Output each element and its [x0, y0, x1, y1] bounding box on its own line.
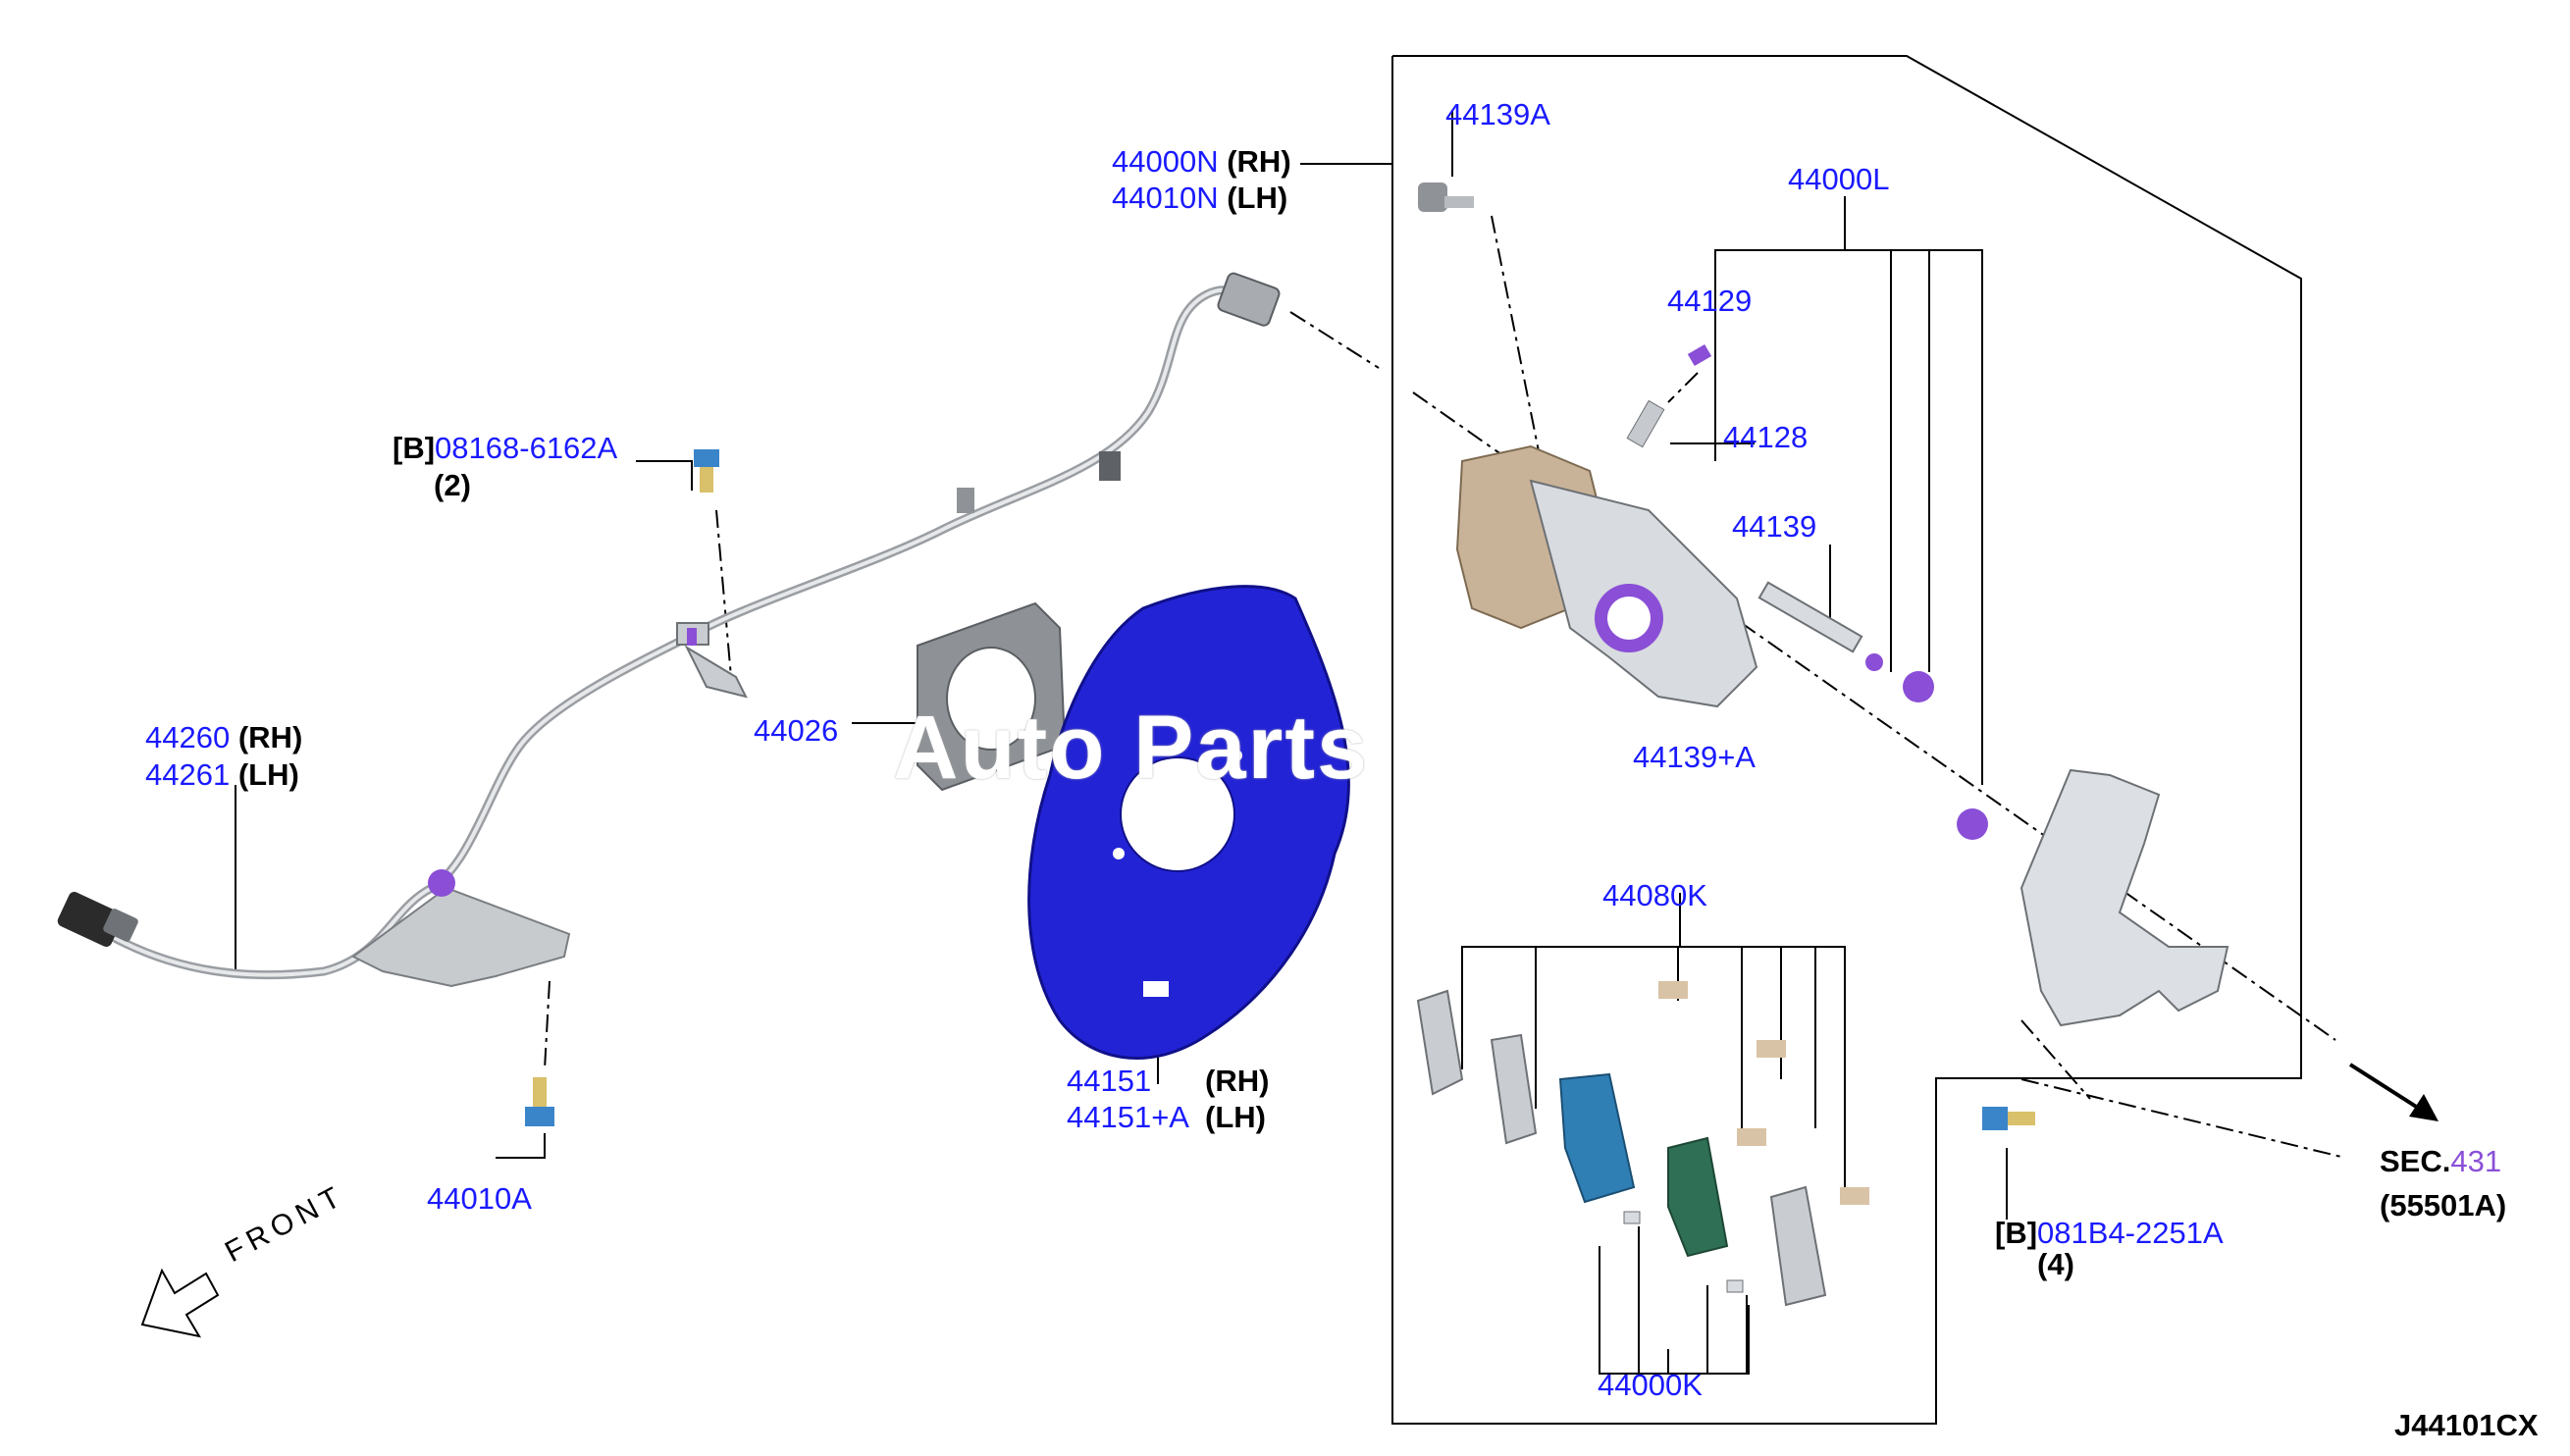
label-sec-sub: (55501A) [2380, 1188, 2507, 1222]
label-44128: 44128 [1723, 420, 1809, 454]
watermark: Auto Parts [893, 698, 1370, 798]
label-shield-rh-side: (RH) [1205, 1064, 1270, 1098]
guide-pin [1757, 581, 1863, 653]
label-shield-lh-side: (LH) [1205, 1100, 1266, 1134]
pin-boot [1903, 671, 1934, 702]
bolt-081B4 [1982, 1107, 2035, 1130]
bolt-44010A [525, 1077, 554, 1126]
dust-shield-hole [1231, 750, 1242, 761]
label-44139: 44139 [1732, 509, 1817, 544]
label-bolt-081B4: [B]081B4-2251A [1995, 1216, 2224, 1250]
caliper-body [1455, 444, 1758, 708]
label-44139A: 44139A [1445, 97, 1550, 131]
wear-indicator [1623, 1211, 1641, 1224]
label-44139-partial: 44139+A [1633, 740, 1756, 774]
harness-clip-3 [1099, 451, 1121, 481]
label-44129: 44129 [1667, 284, 1753, 318]
label-bolt-08168: [B]08168-6162A [393, 431, 618, 465]
pad-clip [1737, 1128, 1766, 1146]
harness-clip-grommet [687, 628, 697, 646]
label-adapter-plate: 44026 [754, 713, 839, 748]
pad-clip [1840, 1187, 1869, 1205]
bolt-44139A [1418, 182, 1474, 212]
pin-boot-small [1865, 653, 1883, 671]
label-44000L: 44000L [1788, 162, 1890, 196]
label-44080K: 44080K [1602, 878, 1707, 912]
label-sensor-rh: 44260 (RH) [145, 720, 303, 754]
pad-clip [1658, 981, 1688, 999]
bleeder-screw [1626, 399, 1665, 448]
harness-highlight [112, 287, 1243, 977]
sensor-bracket [351, 886, 571, 988]
sec-arrow-head [2409, 1094, 2439, 1121]
leader-lines [235, 110, 2008, 1375]
label-sec: SEC.431 [2380, 1144, 2502, 1178]
dust-shield-hub-hole [1120, 756, 1235, 872]
pad-kit [1416, 981, 1869, 1307]
pin-boot-2 [1957, 808, 1988, 840]
bolt-08168 [694, 449, 719, 493]
label-44010A: 44010A [427, 1181, 532, 1216]
label-hose-lh: 44010N (LH) [1112, 181, 1288, 215]
sensor-connector [57, 892, 138, 947]
label-sensor-lh: 44261 (LH) [145, 757, 299, 792]
label-shield-rh: 44151 [1067, 1064, 1152, 1098]
hose-connector [1217, 272, 1281, 327]
dust-shield-hole [1113, 848, 1125, 859]
wear-indicator [1726, 1279, 1744, 1293]
label-44000K: 44000K [1598, 1368, 1703, 1402]
label-hose-rh: 44000N (RH) [1112, 144, 1291, 179]
caliper-group-frame [1391, 55, 2302, 1425]
sensor-grommet [428, 869, 455, 897]
dust-shield-slot [1143, 981, 1169, 997]
pad-clip [1757, 1040, 1786, 1058]
caliper-support-bracket [2019, 768, 2229, 1027]
label-shield-lh: 44151+A [1067, 1100, 1189, 1134]
label-bolt-08168-qty: (2) [434, 468, 471, 502]
label-bolt-081B4-qty: (4) [2037, 1247, 2074, 1281]
bleeder-cap [1687, 343, 1712, 367]
harness-clip-2 [957, 488, 974, 513]
harness-bracket [684, 645, 748, 699]
diagram-code: J44101CX [2394, 1408, 2539, 1442]
front-arrow-icon [140, 1268, 220, 1338]
